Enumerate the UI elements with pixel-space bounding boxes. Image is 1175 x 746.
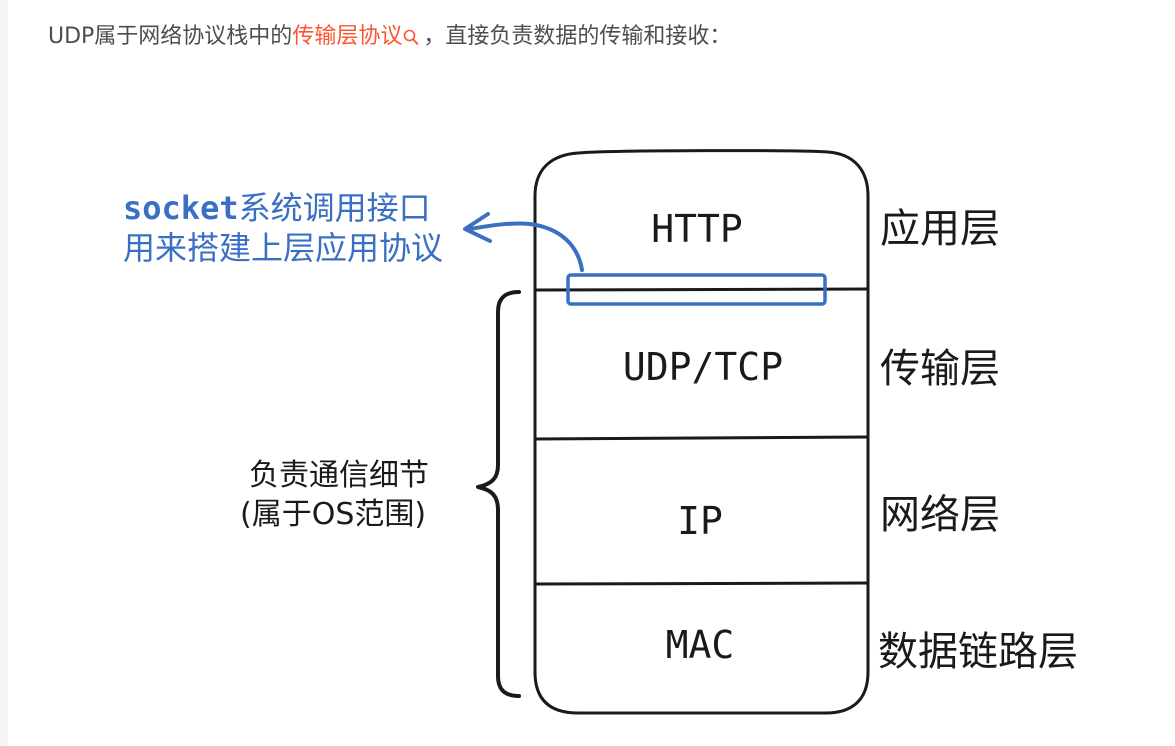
transport-layer-link[interactable]: 传输层协议 — [292, 24, 403, 49]
left-gutter — [0, 0, 8, 746]
layer-name-transport: 传输层 — [880, 346, 1000, 392]
arrow-head-icon — [463, 212, 492, 243]
layer-name-network: 网络层 — [880, 492, 1000, 538]
intro-paragraph: UDP属于网络协议栈中的传输层协议 ，直接负责数据的传输和接收： — [48, 20, 731, 57]
divider-app-transport — [534, 287, 869, 292]
socket-note-line1: socket系统调用接口 — [123, 189, 431, 227]
layer-protocol-transport: UDP/TCP — [623, 345, 783, 389]
curly-brace — [476, 290, 521, 698]
layer-protocol-mac: MAC — [666, 623, 735, 667]
search-icon[interactable] — [403, 23, 419, 57]
socket-note-line1-rest: 系统调用接口 — [239, 189, 431, 227]
layer-protocol-http: HTTP — [651, 207, 743, 251]
divider-transport-network — [534, 435, 869, 441]
brace-note-line1: 负责通信细节 — [249, 458, 429, 493]
socket-arrow — [468, 221, 584, 272]
brace-note-line2: (属于OS范围) — [240, 497, 426, 532]
socket-highlight-box — [566, 273, 827, 306]
socket-keyword: socket — [123, 189, 239, 227]
socket-note-line2: 用来搭建上层应用协议 — [123, 229, 443, 267]
layer-name-application: 应用层 — [880, 206, 1000, 252]
divider-network-link — [534, 581, 869, 586]
intro-suffix: ，直接负责数据的传输和接收： — [423, 24, 732, 49]
intro-prefix: UDP属于网络协议栈中的 — [48, 24, 293, 49]
layer-protocol-ip: IP — [677, 499, 723, 543]
layer-name-datalink: 数据链路层 — [878, 629, 1078, 675]
stack-box — [533, 149, 870, 715]
